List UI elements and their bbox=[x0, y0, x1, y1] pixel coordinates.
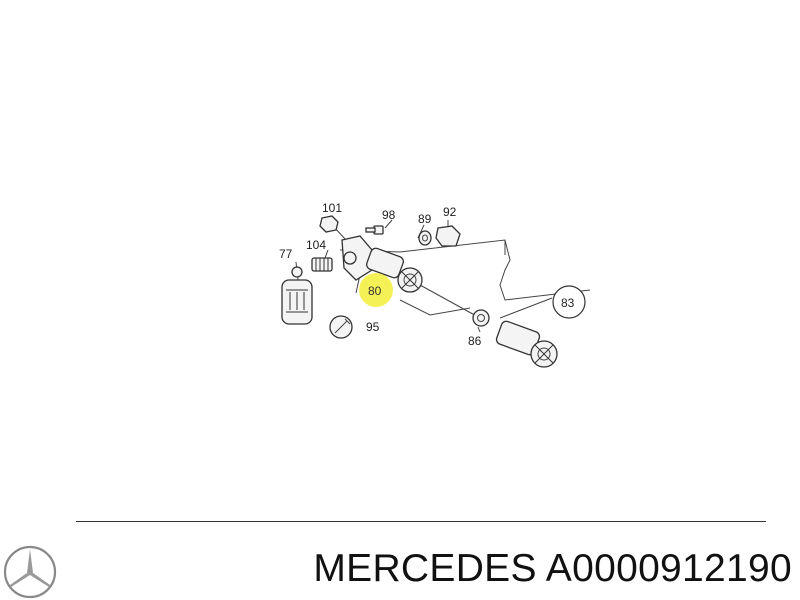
part-caption: MERCEDES A0000912190 bbox=[313, 547, 792, 591]
brand-name: MERCEDES bbox=[313, 547, 537, 590]
footer-divider bbox=[76, 521, 766, 522]
hand-pump-replacement bbox=[495, 320, 558, 368]
callout-89: 89 bbox=[418, 212, 432, 226]
hand-pump-80 bbox=[366, 247, 423, 293]
highlight-marker bbox=[359, 273, 393, 307]
callout-101: 101 bbox=[322, 201, 342, 215]
washer-89 bbox=[418, 230, 432, 246]
mercedes-star-icon bbox=[3, 545, 57, 599]
callout-92: 92 bbox=[443, 205, 457, 219]
filter-cup-77 bbox=[281, 266, 313, 325]
callout-labels: 101 98 89 92 77 104 80 95 83 86 bbox=[279, 201, 575, 348]
callout-83: 83 bbox=[561, 296, 575, 310]
wrench-icon bbox=[329, 315, 353, 339]
callout-80: 80 bbox=[368, 284, 382, 298]
threaded-fitting-104 bbox=[311, 257, 333, 272]
seal-ring-86 bbox=[472, 309, 490, 327]
nut-101 bbox=[319, 215, 339, 233]
parts-diagram: 101 98 89 92 77 104 80 95 83 86 bbox=[279, 201, 591, 368]
callout-104: 104 bbox=[306, 238, 326, 252]
callout-circle-83 bbox=[552, 285, 586, 319]
part-number: A0000912190 bbox=[545, 547, 792, 590]
cap-nut-92 bbox=[435, 225, 461, 247]
callout-98: 98 bbox=[382, 208, 396, 222]
pump-bracket bbox=[341, 235, 373, 281]
housing-outline bbox=[339, 239, 591, 316]
callout-95: 95 bbox=[366, 320, 380, 334]
bolt-98 bbox=[365, 225, 384, 235]
callout-77: 77 bbox=[279, 247, 293, 261]
callout-86: 86 bbox=[468, 334, 482, 348]
